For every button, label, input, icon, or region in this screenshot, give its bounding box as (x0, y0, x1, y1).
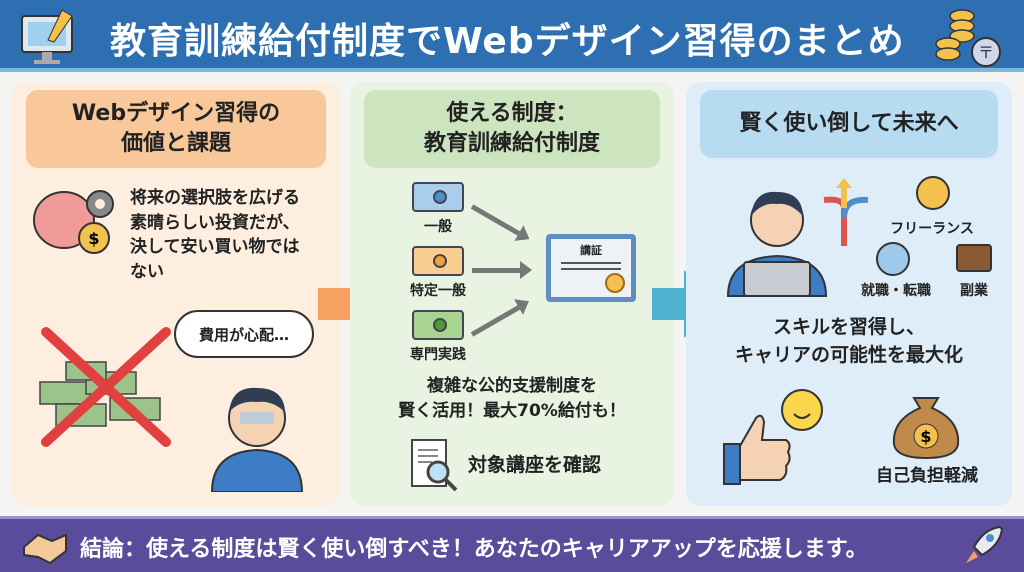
panel-title: 使える制度： 教育訓練給付制度 (364, 90, 660, 168)
panel-benefit-system: 使える制度： 教育訓練給付制度 一般 特定一般 専門実践 講証 複雑な公的支援制度… (350, 82, 674, 506)
bill-icon-general (412, 182, 464, 212)
title-line: 価値と課題 (120, 131, 231, 156)
text-line: 将来の選択肢を広げる (130, 188, 300, 208)
thought-bubble: 費用が心配… (174, 310, 314, 358)
svg-text:$: $ (920, 427, 931, 446)
handshake-icon (23, 533, 67, 565)
briefcase-icon (956, 244, 992, 272)
panel-value-and-challenge: Webデザイン習得の価値と課題 $ 将来の選択肢を広げる 素晴らしい投資だが、 … (12, 82, 340, 506)
title-line: Webデザイン習得の (71, 101, 281, 127)
freelance-avatar-icon (916, 176, 950, 210)
panel-title: 賢く使い倒して未来へ (700, 90, 998, 158)
certificate-label: 講証 (580, 244, 602, 257)
text-line: キャリアの可能性を最大化 (734, 343, 963, 366)
bill-icon-professional (412, 310, 464, 340)
certificate-icon: 講証 (546, 234, 636, 302)
worried-person-icon (210, 387, 304, 492)
text-line: 素晴らしい投資だが、 (130, 212, 300, 233)
svg-text:$: $ (88, 229, 99, 248)
career-freelance: フリーランス (890, 221, 974, 237)
computer-design-icon (21, 9, 73, 64)
text-line: 複雑な公的支援制度を (427, 376, 597, 396)
type-specific-general: 特定一般 (410, 283, 466, 299)
page-title: 教育訓練給付制度でWebデザイン習得のまとめ (110, 21, 905, 62)
split-arrows-icon (823, 178, 869, 246)
text-line: スキルを習得し、 (772, 316, 925, 338)
coins-icon: 〒 (935, 9, 1001, 67)
flow-arrow-1 (318, 288, 352, 320)
conclusion-text: 結論：使える制度は賢く使い倒すべき！あなたのキャリアアップを応援します。 (80, 537, 868, 562)
panel-title: Webデザイン習得の価値と課題 (26, 90, 326, 168)
arrow-icon (472, 261, 532, 279)
future-description: スキルを習得し、 キャリアの可能性を最大化 (686, 314, 1012, 369)
flow-arrow-2 (652, 288, 686, 320)
conclusion-banner: 結論：使える制度は賢く使い倒すべき！あなたのキャリアアップを応援します。 (0, 516, 1024, 572)
check-courses-label: 対象講座を確認 (468, 454, 602, 476)
job-change-avatar-icon (876, 242, 910, 276)
type-general: 一般 (424, 219, 452, 235)
svg-text:〒: 〒 (978, 43, 994, 62)
document-search-icon (411, 439, 458, 492)
brain-gear-dollar-icon: $ (33, 190, 114, 254)
title-line: 使える制度： (446, 101, 578, 127)
value-description: 将来の選択肢を広げる 素晴らしい投資だが、 決して安い買い物では ない (130, 186, 300, 285)
panel-future: 賢く使い倒して未来へ フリーランス 就職・転職 副業 スキルを習得し、 キャリア… (686, 82, 1012, 506)
arrow-icon (470, 301, 527, 337)
bubble-text: 費用が心配… (198, 325, 289, 344)
money-bag-icon: $ (892, 397, 960, 460)
career-side-job: 副業 (960, 283, 988, 299)
text-line: 賢く活用！最大70%給付も！ (398, 400, 626, 421)
person-laptop-icon (726, 191, 828, 297)
rocket-icon (966, 525, 1004, 563)
title-line: 教育訓練給付制度 (423, 131, 600, 156)
text-line: 決して安い買い物では (130, 237, 300, 258)
career-job-change: 就職・転職 (861, 283, 931, 299)
benefit-description: 複雑な公的支援制度を 賢く活用！最大70%給付も！ (350, 374, 674, 423)
type-professional: 専門実践 (410, 347, 466, 363)
arrow-icon (470, 204, 527, 240)
self-burden-reduction: 自己負担軽減 (876, 466, 978, 486)
thumbs-up-smile-icon (723, 389, 823, 485)
bill-icon-specific-general (412, 246, 464, 276)
text-line: ない (130, 261, 164, 282)
crossed-out-money-icon (39, 327, 171, 447)
header-banner: 教育訓練給付制度でWebデザイン習得のまとめ 〒 (0, 0, 1024, 72)
